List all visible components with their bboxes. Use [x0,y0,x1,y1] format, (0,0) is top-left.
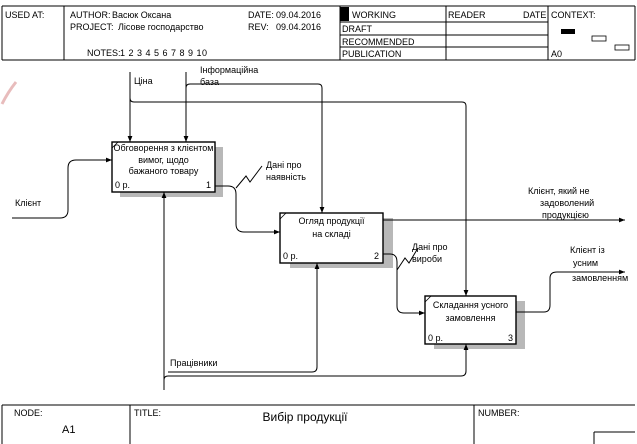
working-status-marker [340,7,349,21]
status-draft: DRAFT [342,24,372,34]
reader-date-label: DATE [523,10,547,20]
diagram-title: Вибір продукції [262,410,348,424]
footer-frame [1,404,635,444]
label-availability-line-2: наявність [266,172,306,182]
label-client-not-satisfied-line-3: продукцією [542,210,589,220]
box-3-cost: 0 р. [428,333,444,343]
activity-box-3[interactable] [424,295,525,349]
label-client-not-satisfied-line-1: Клієнт, який не [528,186,590,196]
arrow-client-in [12,157,112,219]
label-info-base-line-1: Інформаційна [200,65,259,75]
date-value: 09.04.2016 [276,10,322,20]
reader-label: READER [448,10,486,20]
arrow-price-to-a3 [129,97,469,296]
label-client-with-order-line-1: Клієнт із [570,245,605,255]
label-workers: Працівники [170,358,218,368]
activity-box-2[interactable] [279,212,393,268]
box-1-cost: 0 р. [115,180,131,190]
node-label: NODE: [14,408,43,418]
label-price: Ціна [134,76,153,86]
label-info-base-line-2: база [200,77,219,87]
box-3-number: 3 [508,333,514,343]
context-node: A0 [551,49,563,59]
stray-mark [0,81,18,105]
status-working: WORKING [352,10,396,20]
number-label: NUMBER: [478,408,520,418]
status-publication: PUBLICATION [342,49,402,59]
context-thumbnail [561,29,630,51]
label-client-with-order-line-2: усним [573,258,599,268]
title-label: TITLE: [134,408,162,418]
date-label: DATE: [248,10,274,20]
arrow-info-base-to-a2 [185,83,325,213]
project-label: PROJECT: [70,22,114,32]
label-client-in: Клієнт [15,198,42,208]
rev-value: 09.04.2016 [276,22,322,32]
box-2-cost: 0 р. [283,251,299,261]
leader-availability [235,165,263,189]
arrow-client-with-order [516,269,625,313]
node-value: A1 [62,424,76,436]
box-1-title-line-2: вимог, щодо [138,155,189,165]
status-recommended: RECOMMENDED [342,37,415,47]
notes-label: NOTES: [87,48,121,58]
rev-label: REV: [248,22,269,32]
box-2-number: 2 [374,251,380,261]
box-1-number: 1 [206,180,212,190]
arrow-workers-a3 [317,344,469,377]
author-value: Васюк Оксана [112,10,172,20]
box-1-title-line-1: Обговорення з клієнтом [113,143,214,153]
box-3-title-line-2: замовлення [445,313,496,323]
box-1-title-line-3: бажаного товару [128,166,199,176]
arrow-workers-branch [163,375,317,381]
box-2-title-line-1: Огляд продукції [298,216,365,226]
label-products-data-line-1: Дані про [412,242,448,252]
label-availability-line-1: Дані про [266,160,302,170]
context-label: CONTEXT: [551,10,596,20]
box-3-title-line-1: Складання усного [432,300,509,310]
notes-value: 1 2 3 4 5 6 7 8 9 10 [120,48,208,58]
box-2-title-line-2: на складі [312,229,351,239]
arrow-workers-a2 [168,263,320,373]
arrow-products-data [383,253,425,316]
label-client-not-satisfied-line-2: задоволений [540,198,595,208]
arrow-availability [215,185,280,235]
project-value: Лісове господарство [118,22,204,32]
used-at-label: USED AT: [5,10,45,20]
label-client-with-order-line-3: замовленням [572,273,629,283]
label-products-data-line-2: вироби [412,254,443,264]
leader-products-data [396,247,419,271]
author-label: AUTHOR: [70,10,111,20]
